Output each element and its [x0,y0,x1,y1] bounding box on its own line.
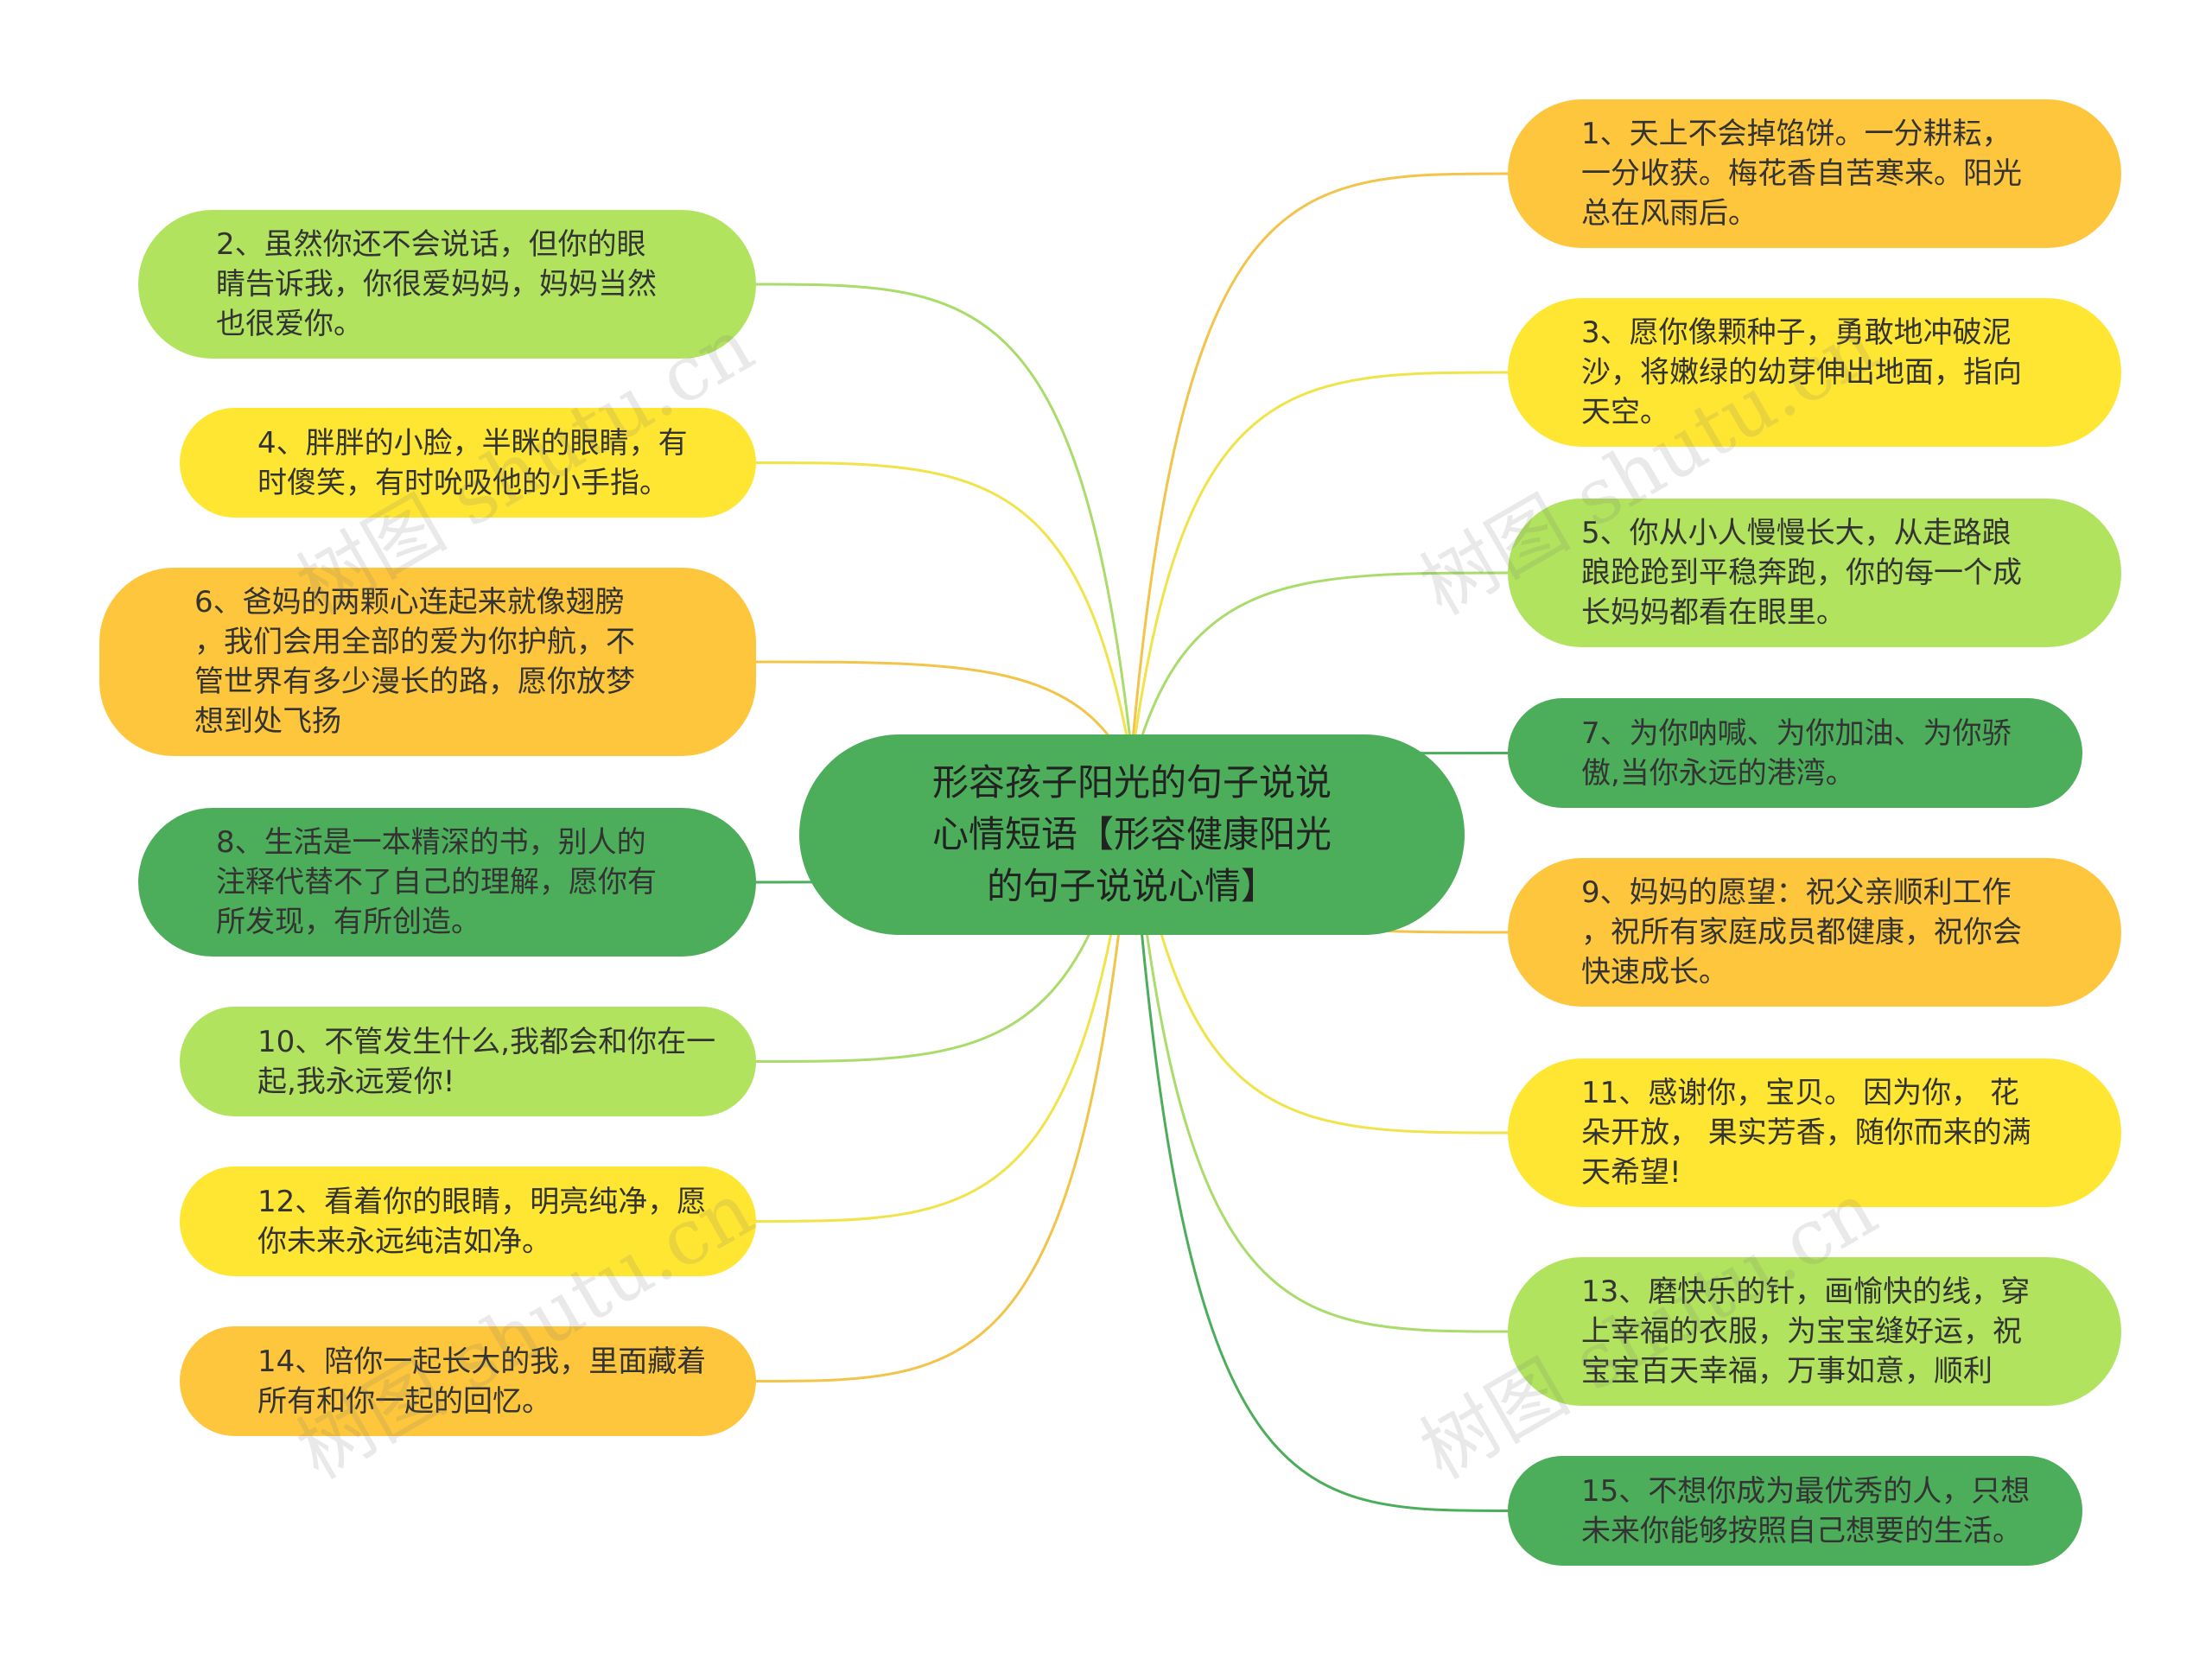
connector-n4 [755,461,1134,765]
topic-node-text: 9、妈妈的愿望：祝父亲顺利工作 ，祝所有家庭成员都健康，祝你会 快速成长。 [1581,875,2022,989]
connector-n15 [1130,817,1509,1512]
topic-node-5[interactable]: 5、你从小人慢慢长大，从走路踉 踉跄跄到平稳奔跑，你的每一个成 长妈妈都看在眼里… [1508,499,2121,647]
topic-node-text: 1、天上不会掉馅饼。一分耕耘， 一分收获。梅花香自苦寒来。阳光 总在风雨后。 [1581,117,2022,231]
topic-node-text: 5、你从小人慢慢长大，从走路踉 踉跄跄到平稳奔跑，你的每一个成 长妈妈都看在眼里… [1581,516,2022,630]
topic-node-4[interactable]: 4、胖胖的小脸，半眯的眼睛，有 时傻笑，有时吮吸他的小手指。 [180,408,756,518]
connector-n14 [755,810,1134,1382]
topic-node-text: 8、生活是一本精深的书，别人的 注释代替不了自己的理解，愿你有 所发现，有所创造… [216,825,657,939]
connector-n3 [1130,371,1509,760]
topic-node-1[interactable]: 1、天上不会掉馅饼。一分耕耘， 一分收获。梅花香自苦寒来。阳光 总在风雨后。 [1508,99,2121,248]
topic-node-text: 14、陪你一起长大的我，里面藏着 所有和你一起的回忆。 [257,1344,707,1419]
topic-node-14[interactable]: 14、陪你一起长大的我，里面藏着 所有和你一起的回忆。 [180,1326,756,1436]
topic-node-text: 4、胖胖的小脸，半眯的眼睛，有 时傻笑，有时吮吸他的小手指。 [257,425,688,500]
central-topic-text: 形容孩子阳光的句子说说 心情短语【形容健康阳光 的句子说说心情】 [931,761,1332,907]
topic-node-text: 12、看着你的眼睛，明亮纯净，愿 你未来永远纯洁如净。 [257,1184,707,1259]
topic-node-11[interactable]: 11、感谢你，宝贝。 因为你， 花 朵开放， 果实芳香，随你而来的满 天希望! [1508,1058,2121,1207]
topic-node-text: 15、不想你成为最优秀的人，只想 未来你能够按照自己想要的生活。 [1581,1473,2031,1548]
topic-node-10[interactable]: 10、不管发生什么,我都会和你在一 起,我永远爱你! [180,1007,756,1116]
topic-node-text: 13、磨快乐的针，画愉快的线，穿 上幸福的衣服，为宝宝缝好运，祝 宝宝百天幸福，… [1581,1274,2031,1389]
topic-node-2[interactable]: 2、虽然你还不会说话，但你的眼 睛告诉我，你很爱妈妈，妈妈当然 也很爱你。 [138,210,756,359]
connector-n12 [755,802,1134,1223]
topic-node-8[interactable]: 8、生活是一本精深的书，别人的 注释代替不了自己的理解，愿你有 所发现，有所创造… [138,808,756,957]
topic-node-3[interactable]: 3、愿你像颗种子，勇敢地冲破泥 沙，将嫩绿的幼芽伸出地面，指向 天空。 [1508,298,2121,447]
connector-n6 [755,660,1134,775]
topic-node-15[interactable]: 15、不想你成为最优秀的人，只想 未来你能够按照自己想要的生活。 [1508,1456,2082,1566]
connector-n1 [1130,172,1509,750]
topic-node-text: 3、愿你像颗种子，勇敢地冲破泥 沙，将嫩绿的幼芽伸出地面，指向 天空。 [1581,315,2022,429]
topic-node-text: 2、虽然你还不会说话，但你的眼 睛告诉我，你很爱妈妈，妈妈当然 也很爱你。 [216,227,657,341]
topic-node-text: 11、感谢你，宝贝。 因为你， 花 朵开放， 果实芳香，随你而来的满 天希望! [1581,1076,2031,1190]
topic-node-7[interactable]: 7、为你呐喊、为你加油、为你骄 傲,当你永远的港湾。 [1508,698,2082,808]
topic-node-text: 10、不管发生什么,我都会和你在一 起,我永远爱你! [257,1024,716,1099]
topic-node-9[interactable]: 9、妈妈的愿望：祝父亲顺利工作 ，祝所有家庭成员都健康，祝你会 快速成长。 [1508,858,2121,1007]
topic-node-13[interactable]: 13、磨快乐的针，画愉快的线，穿 上幸福的衣服，为宝宝缝好运，祝 宝宝百天幸福，… [1508,1257,2121,1406]
connector-n5 [1130,571,1509,771]
topic-node-12[interactable]: 12、看着你的眼睛，明亮纯净，愿 你未来永远纯洁如净。 [180,1166,756,1276]
topic-node-text: 6、爸妈的两颗心连起来就像翅膀 ，我们会用全部的爱为你护航，不 管世界有多少漫长… [194,585,635,739]
central-topic[interactable]: 形容孩子阳光的句子说说 心情短语【形容健康阳光 的句子说说心情】 [799,734,1465,935]
connector-n13 [1130,807,1509,1333]
topic-node-text: 7、为你呐喊、为你加油、为你骄 傲,当你永远的港湾。 [1581,715,2012,791]
topic-node-6[interactable]: 6、爸妈的两颗心连起来就像翅膀 ，我们会用全部的爱为你护航，不 管世界有多少漫长… [99,568,756,756]
connector-n2 [755,283,1134,756]
